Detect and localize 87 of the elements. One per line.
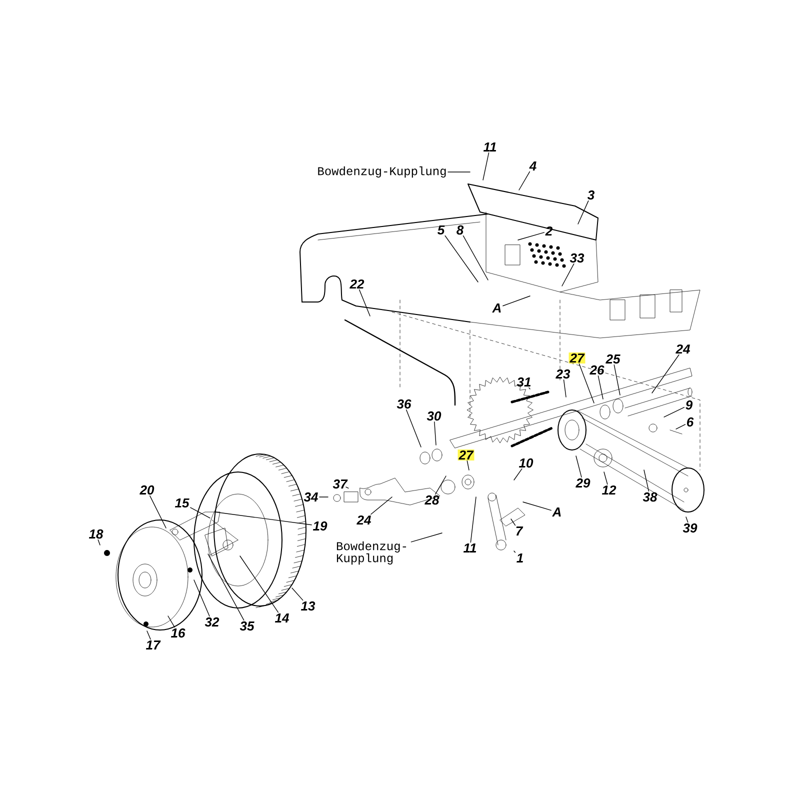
callout-number: 31 [516,377,531,387]
leader-line [562,263,574,286]
leader-line [346,486,349,489]
leader-line [576,456,582,478]
leader-line [240,556,279,613]
leader-line [406,409,422,448]
callout-number: 16 [170,628,186,638]
callout-number: 35 [240,621,254,631]
leader-line [470,496,476,543]
leader-line [146,630,151,640]
callout-number: 36 [396,399,412,409]
callout-number: 28 [424,495,440,505]
callout-number: 17 [146,640,161,650]
leader-line [502,296,530,306]
callout-number: 30 [426,411,442,421]
callout-number: 19 [312,521,328,531]
leader-line [514,550,516,553]
leader-line [466,460,470,470]
callout-number: 14 [274,614,290,622]
leader-line [214,512,312,526]
leader-line [578,200,589,224]
leader-line [150,495,166,528]
callout-number: 34 [304,492,318,502]
callout-number: 27 [568,352,586,364]
leader-line [652,354,680,394]
callout-number: 33 [570,253,584,263]
callout-number: 22 [350,279,364,289]
callout-number: 1 [516,554,523,562]
leader-line [510,518,516,526]
leader-line [604,472,608,485]
callout-number: 26 [590,365,604,375]
leader-line [578,363,594,404]
callout-number: A [492,304,501,312]
callout-number: 24 [356,515,372,525]
callout-number: 25 [606,354,620,364]
leader-line [444,235,478,282]
callout-number: 24 [676,344,690,354]
leader-line [319,496,328,498]
leader-line [98,539,100,546]
cable-label: Bowdenzug-Kupplung [336,541,406,565]
callout-number: 29 [576,478,590,488]
callout-number: 9 [686,400,693,410]
leader-line [208,554,244,621]
leader-line [435,476,446,495]
callout-number: 4 [529,162,536,170]
leader-line [358,289,370,316]
leader-line [410,532,442,542]
leader-line [614,364,620,396]
leader-line [194,580,210,617]
leader-line [462,235,488,280]
callout-number: 7 [516,526,524,536]
callout-number: 12 [602,485,616,495]
callout-number: 6 [687,417,694,427]
callout-number: 27 [458,449,474,461]
callout-number: 3 [587,190,594,200]
leader-line [528,387,530,390]
callout-number: 18 [88,529,104,539]
leader-line [518,171,530,190]
leader-line [292,588,304,601]
leader-line [434,421,436,446]
callout-number: 38 [642,492,658,502]
callout-number: 20 [140,485,154,495]
callout-number: 13 [300,601,316,611]
callout-number: 11 [463,544,476,552]
leader-line [686,516,688,523]
leader-line [664,406,685,418]
leader-line [370,496,392,515]
leader-line [563,379,566,398]
leader-line [644,470,650,492]
leader-line [522,502,552,511]
leader-line [676,424,686,430]
callout-number: 37 [332,479,348,489]
callout-number: 15 [174,498,190,508]
callout-number: 23 [556,369,570,379]
callout-number: 8 [456,225,464,235]
callout-number: 5 [438,225,445,235]
callout-number: 32 [204,617,220,627]
callout-number: 39 [682,523,698,533]
callout-number: 10 [518,458,534,468]
leader-line [598,375,604,400]
leader-line [168,616,175,628]
cable-label: Bowdenzug-Kupplung [318,166,446,178]
leader-line [482,152,490,180]
callout-number: 11 [483,142,496,152]
leader-line [190,507,210,518]
callout-number: A [552,508,561,516]
leader-line [514,468,522,480]
